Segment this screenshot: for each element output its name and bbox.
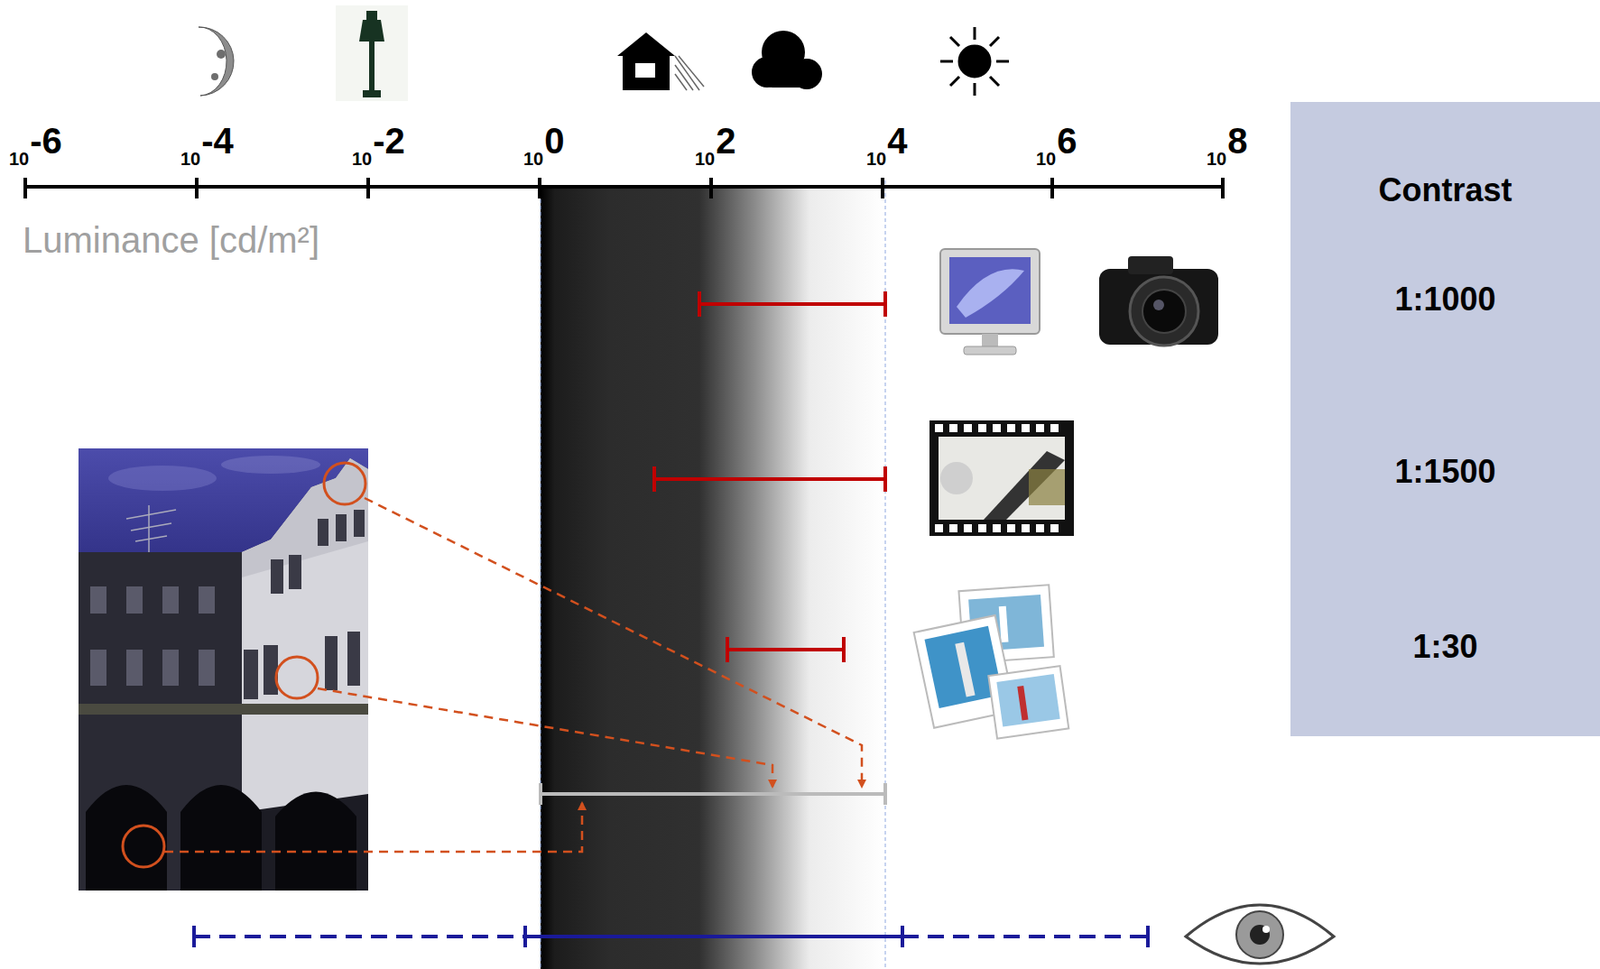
contrast-value: 1:1500 [1290,452,1600,492]
cloud-icon [751,30,823,90]
tick-base: 10 [351,149,372,168]
tick-exponent: 8 [1227,122,1248,159]
eye-icon [1185,905,1334,964]
film-icon [929,420,1074,537]
eye-range [194,925,1148,948]
tick-label: 108 [1206,122,1249,168]
tick-exponent: -6 [29,122,63,159]
tick-exponent: -2 [372,122,406,159]
sun-icon [940,27,1009,96]
panel-heading: Contrast [1290,170,1600,211]
tick-base: 10 [1035,149,1056,168]
tick-exponent: -4 [201,122,234,159]
contrast-value: 1:1000 [1290,279,1600,320]
tick-label: 10-4 [180,122,234,168]
tick-label: 102 [694,122,737,168]
axis-label: Luminance [cd/m²] [22,220,320,260]
guide-line [885,180,887,969]
street-lamp-icon [335,5,408,102]
tick-label: 106 [1035,122,1078,168]
contrast-panel: Contrast 1:1000 1:1500 1:30 [1290,101,1600,737]
tick-base: 10 [523,149,544,168]
photo-prints-icon [914,584,1070,739]
tick-label: 100 [523,122,565,168]
tick-base: 10 [1206,149,1227,168]
tick-label: 104 [866,122,908,168]
tick-base: 10 [9,149,29,168]
scene-range-bar [540,783,886,805]
range-bars [654,291,886,663]
house-icon [617,32,704,91]
tick-label: 10-6 [9,122,63,168]
contrast-value: 1:30 [1290,627,1600,667]
callout-circles [122,462,366,868]
tick-exponent: 0 [544,122,565,159]
leader-lines [164,498,862,852]
moon-icon [198,27,234,96]
scene-photo [78,448,369,891]
tick-exponent: 4 [887,122,907,159]
camera-icon [1099,256,1219,346]
tick-base: 10 [180,149,201,168]
tick-exponent: 6 [1056,122,1077,159]
axis [25,177,1223,199]
monitor-icon [940,249,1040,355]
tick-base: 10 [694,149,715,168]
tick-label: 10-2 [351,122,406,168]
luminance-band [540,186,886,969]
tick-exponent: 2 [715,122,736,159]
tick-base: 10 [866,149,887,168]
